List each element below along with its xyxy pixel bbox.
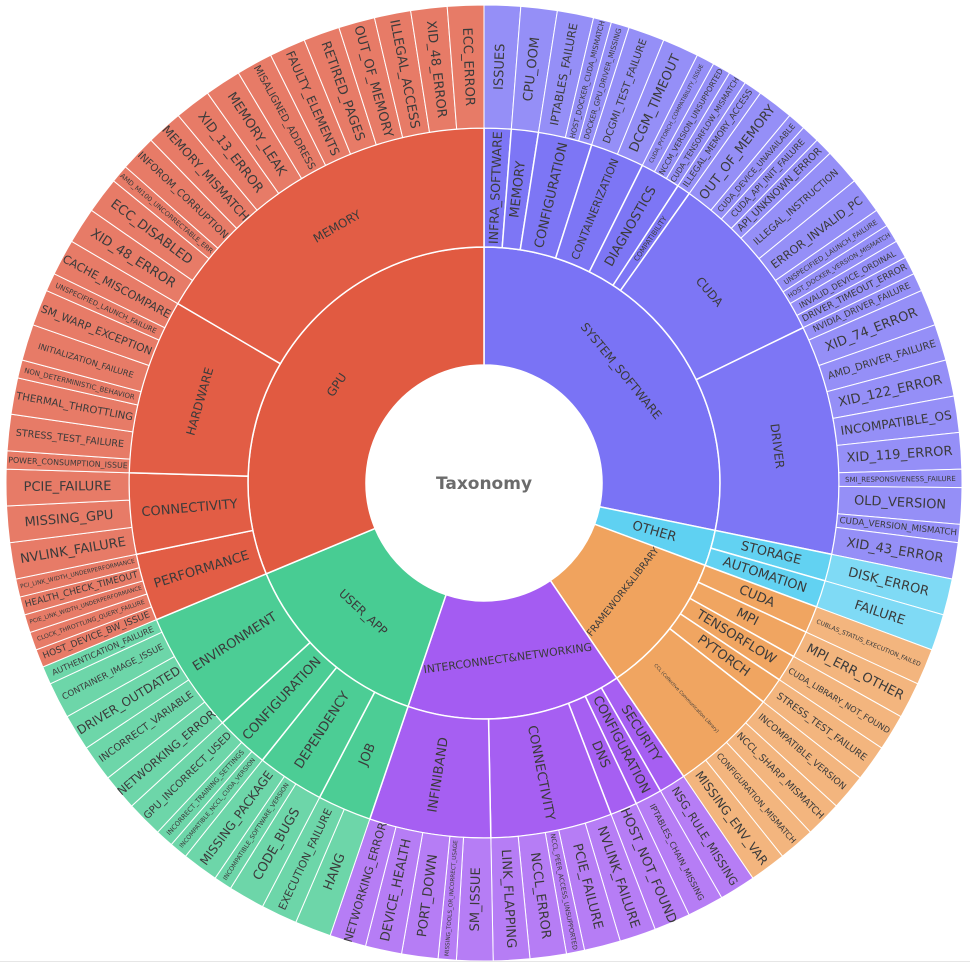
center-hole [366,365,602,601]
sector-leaf-smi-responsiveness-failure[interactable] [838,468,963,489]
sector-leaf-ecc-error[interactable] [446,4,485,130]
bottom-divider [0,961,970,962]
sunburst-arcs [5,4,963,962]
sector-leaf-pcie-failure[interactable] [5,468,130,507]
